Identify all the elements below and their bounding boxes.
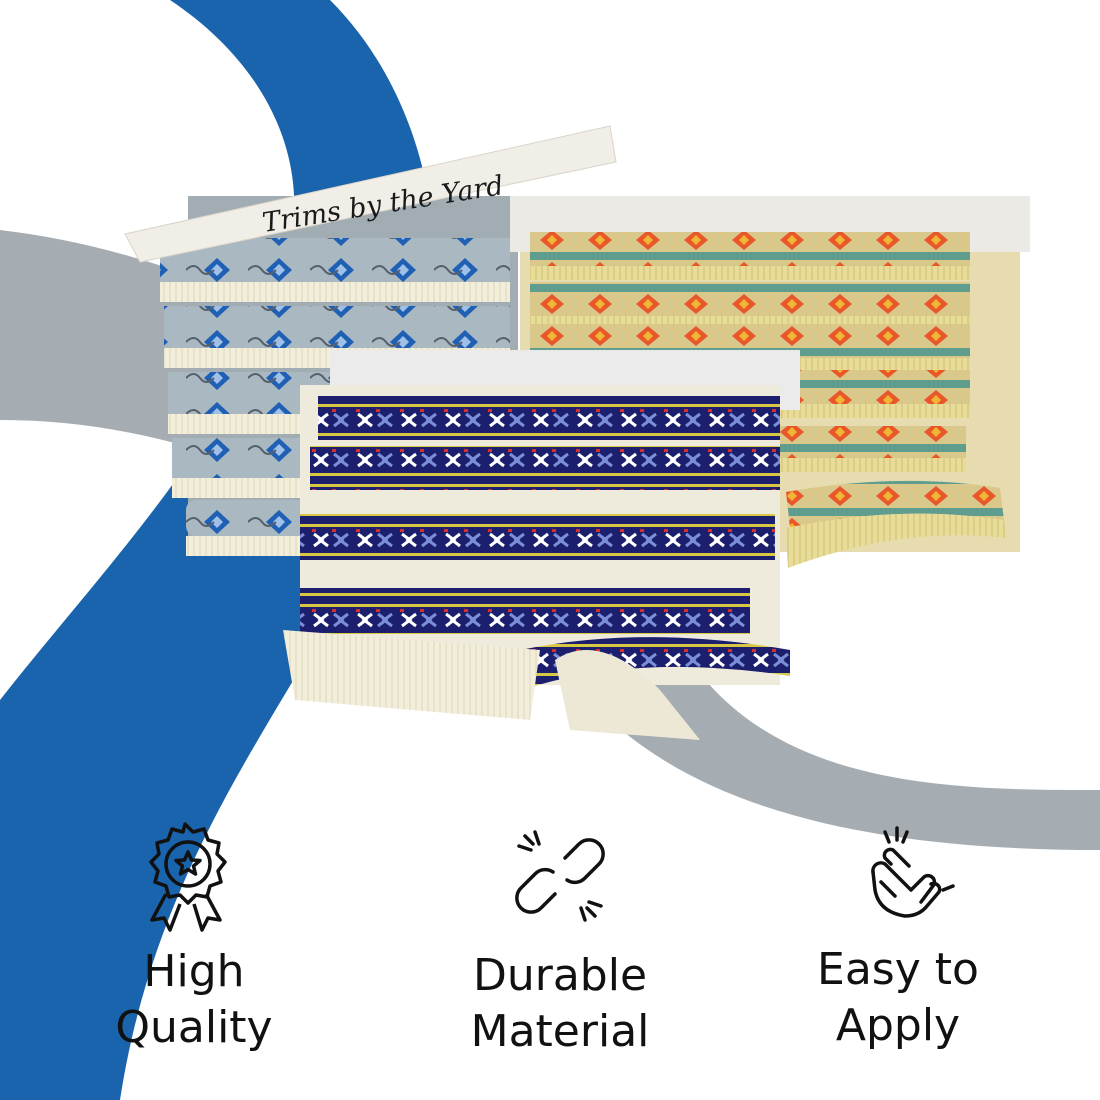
high-quality-label: High Quality [115, 946, 273, 1053]
broken-link-icon [515, 830, 605, 922]
feature-easy-to-apply [855, 820, 965, 930]
navy-aztec-trim-card [283, 350, 800, 740]
finger-snap-icon [871, 826, 955, 918]
feature-high-quality [130, 818, 240, 938]
feature-durable-material [505, 822, 615, 932]
durable-material-label: Durable Material [470, 950, 650, 1057]
blue-card-header [124, 125, 617, 263]
navy-trim-rows [283, 396, 790, 740]
easy-to-apply-label: Easy to Apply [817, 944, 979, 1051]
award-ribbon-icon [149, 822, 227, 932]
